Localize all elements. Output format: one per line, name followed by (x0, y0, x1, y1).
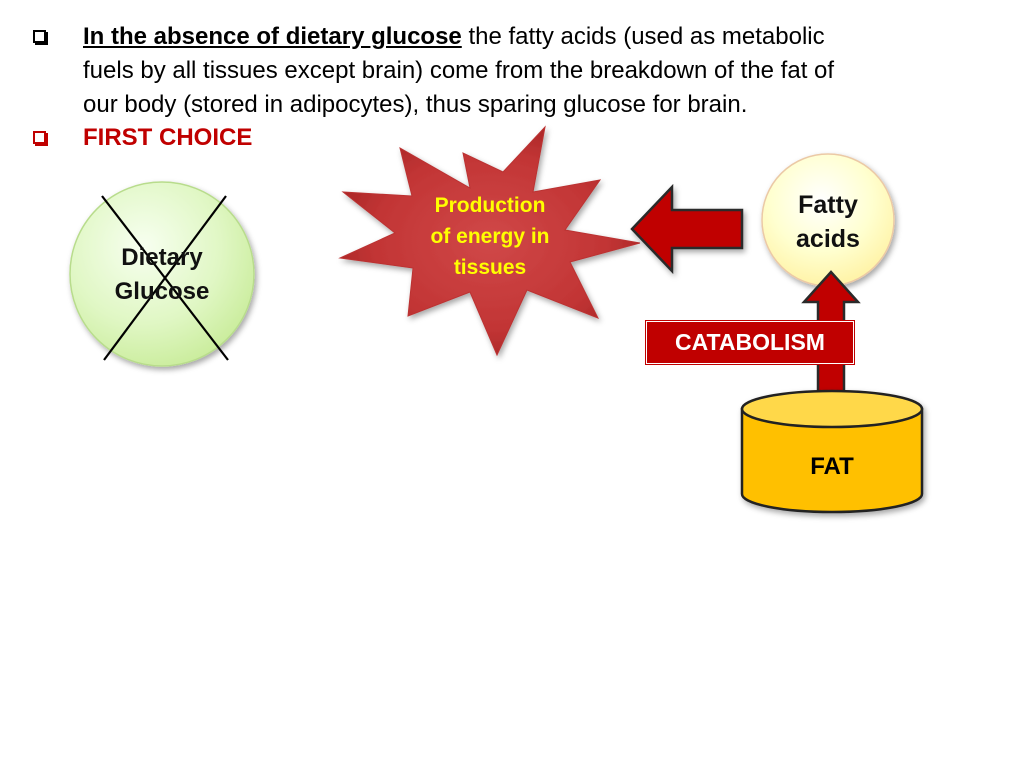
bullet-text-line2: fuels by all tissues except brain) come … (83, 57, 835, 84)
fatty-label-line2: acids (796, 225, 860, 253)
left-arrow-icon (630, 183, 744, 275)
first-choice-text: FIRST CHOICE (83, 124, 253, 151)
production-label-line1: Production (434, 193, 546, 217)
cross-out-line (103, 195, 227, 361)
checkbox-bullet-icon (33, 131, 46, 144)
dietary-glucose-label: Dietary Glucose (62, 240, 262, 310)
production-starburst (338, 125, 641, 357)
production-label: Production of energy in tissues (395, 188, 585, 284)
checkbox-bullet-icon (33, 30, 46, 43)
glucose-label-line1: Dietary (121, 244, 203, 271)
glucose-label-line2: Glucose (114, 278, 210, 305)
fatty-acids-label: Fatty acids (768, 186, 888, 258)
bullet-text-line1: the fatty acids (used as metabolic (461, 23, 825, 50)
bullet-text-line3: our body (stored in adipocytes), thus sp… (83, 91, 748, 118)
bullet-lead-text: In the absence of dietary glucose (83, 23, 462, 50)
production-label-line2: of energy in (430, 224, 550, 248)
fat-label: FAT (810, 453, 854, 480)
fat-cylinder (740, 389, 924, 514)
production-label-line3: tissues (453, 255, 527, 279)
fatty-label-line1: Fatty (798, 191, 858, 219)
catabolism-label: CATABOLISM (645, 320, 855, 365)
